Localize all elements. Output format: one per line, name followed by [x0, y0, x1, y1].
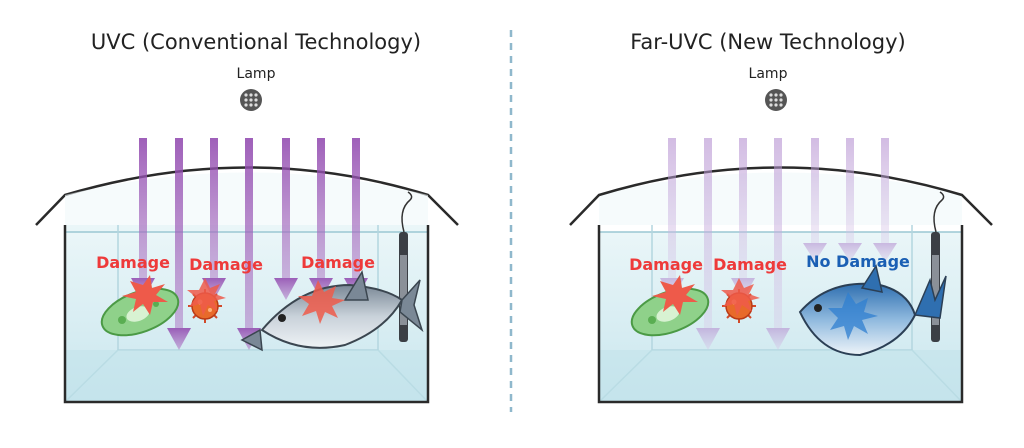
damage-label-bacterium: Damage [629, 255, 703, 274]
damage-label-fish: Damage [301, 253, 375, 272]
left-panel: Damage Damage Damage [35, 89, 459, 404]
lamp-icon [765, 89, 787, 111]
fish-icon [798, 264, 947, 357]
left-lamp-label: Lamp [236, 66, 276, 82]
right-lamp-label: Lamp [748, 66, 788, 82]
no-damage-label-fish: No Damage [806, 252, 910, 271]
right-panel-title: Far-UVC (New Technology) [630, 30, 906, 54]
damage-label-virus: Damage [189, 255, 263, 274]
far-uvc-rays [660, 138, 897, 350]
bacterium-icon [630, 275, 710, 337]
virus-icon [721, 278, 760, 323]
lamp-icon [240, 89, 262, 111]
damage-label-virus: Damage [713, 255, 787, 274]
damage-label-bacterium: Damage [96, 253, 170, 272]
virus-icon [187, 278, 226, 323]
bacterium-icon [100, 275, 180, 337]
left-panel-title: UVC (Conventional Technology) [90, 30, 422, 54]
fish-icon [240, 269, 424, 352]
right-panel: Damage Damage No Damage [569, 89, 993, 404]
